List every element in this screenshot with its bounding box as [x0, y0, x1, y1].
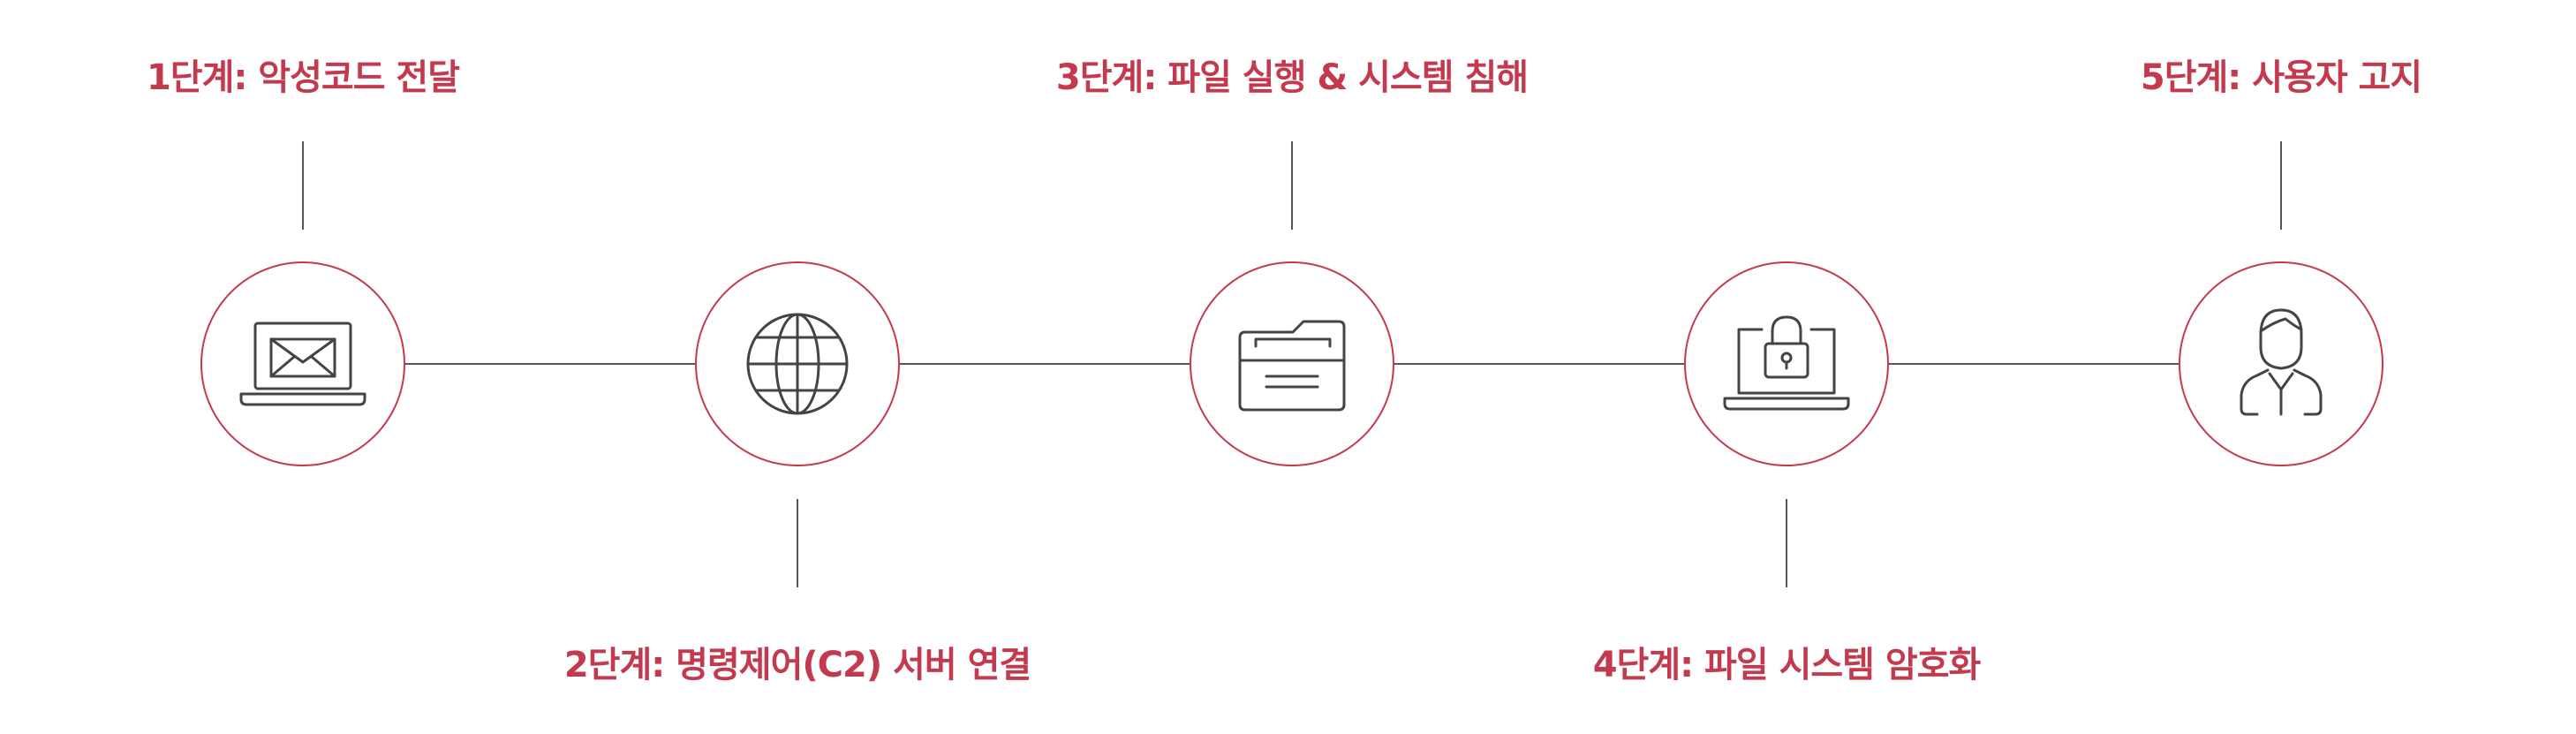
step-5: 5단계: 사용자 고지 [2141, 0, 2422, 734]
step-5-connector [2280, 141, 2282, 230]
step-2: 2단계: 명령제어(C2) 서버 연결 [564, 0, 1031, 734]
step-1: 1단계: 악성코드 전달 [147, 0, 460, 734]
step-1-circle [200, 261, 405, 466]
step-1-connector [302, 141, 304, 230]
step-4-connector [1786, 499, 1787, 587]
step-3-circle [1190, 261, 1394, 466]
user-icon [2240, 308, 2323, 416]
step-2-connector [797, 499, 798, 587]
step-5-circle [2179, 261, 2383, 466]
step-1-label: 1단계: 악성코드 전달 [146, 57, 460, 98]
step-5-label: 5단계: 사용자 고지 [2140, 57, 2422, 98]
step-2-circle [695, 261, 900, 466]
laptop-lock-icon [1723, 315, 1850, 411]
step-3-connector [1291, 141, 1293, 230]
step-2-label: 2단계: 명령제어(C2) 서버 연결 [563, 645, 1031, 685]
step-4-circle [1684, 261, 1889, 466]
step-4-label: 4단계: 파일 시스템 암호화 [1592, 645, 1982, 685]
step-3-label: 3단계: 파일 실행 & 시스템 침해 [1055, 57, 1529, 98]
folder-icon [1238, 320, 1346, 412]
globe-icon [746, 313, 849, 415]
step-3: 3단계: 파일 실행 & 시스템 침해 [1056, 0, 1529, 734]
laptop-mail-icon [239, 322, 366, 406]
step-4: 4단계: 파일 시스템 암호화 [1593, 0, 1981, 734]
